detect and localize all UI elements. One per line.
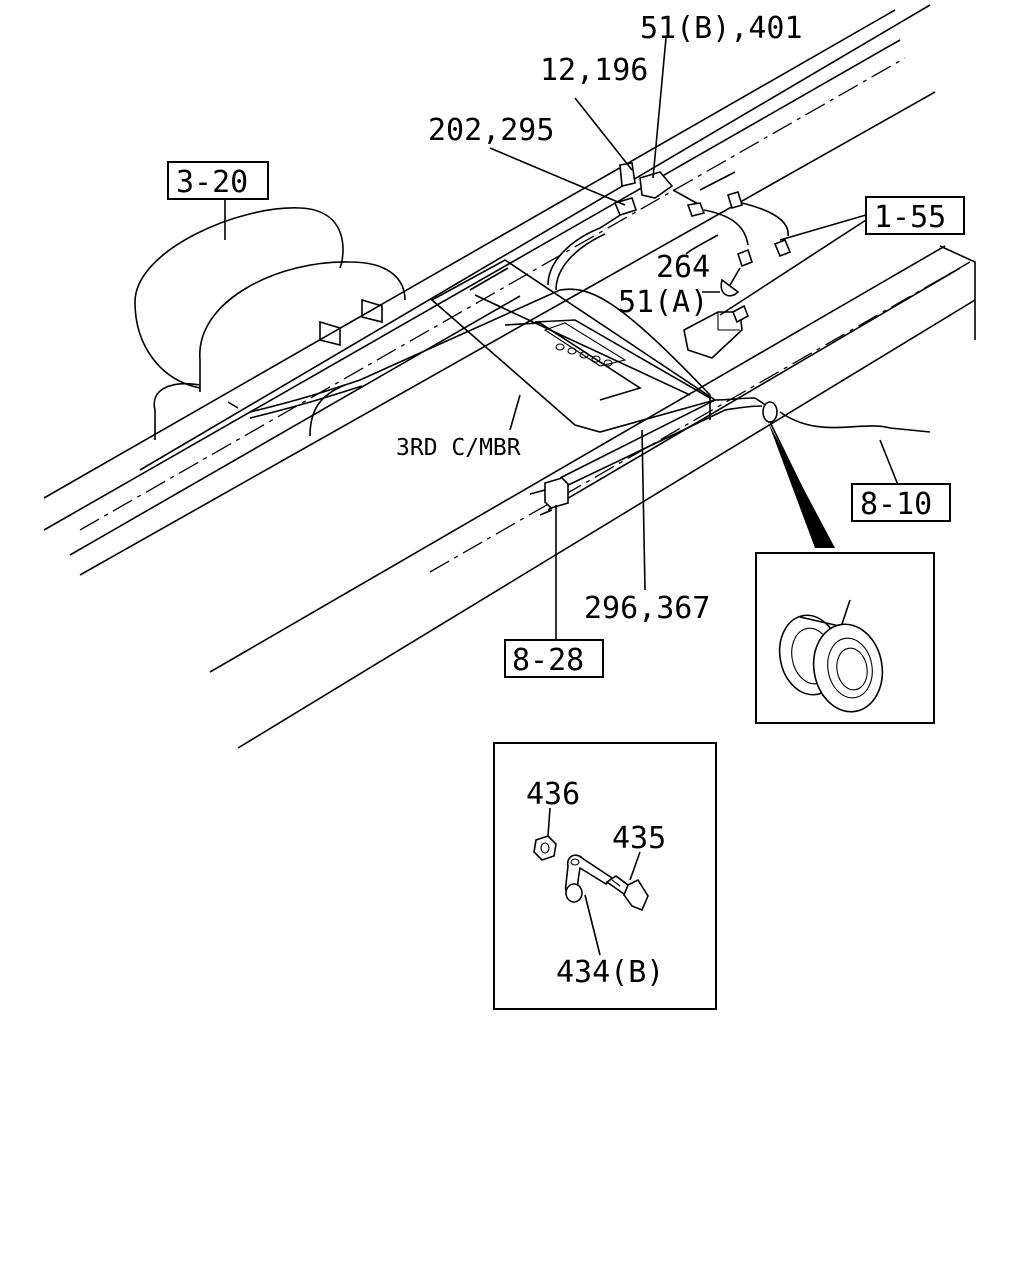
label-51b-401: 51(B),401 <box>640 11 803 46</box>
connector-8-28 <box>529 477 569 516</box>
label-202-295: 202,295 <box>428 113 554 148</box>
frame-rails <box>43 4 976 749</box>
label-434b: 434(B) <box>556 955 664 990</box>
sensor-assembly <box>613 162 792 359</box>
label-435: 435 <box>612 821 666 856</box>
part-labels: 51(B),401 12,196 202,295 264 51(A) 3RD C… <box>396 11 896 626</box>
label-3rd-cross-member: 3RD C/MBR <box>396 435 521 461</box>
ref-box-3-20: 3-20 <box>167 161 269 200</box>
third-cross-member <box>430 259 717 433</box>
leader-lines <box>224 37 901 640</box>
ref-box-1-55: 1-55 <box>865 196 965 235</box>
ref-8-10: 8-10 <box>860 487 932 522</box>
ref-box-8-28: 8-28 <box>504 639 604 678</box>
detail-grommet-273 <box>755 552 935 724</box>
ref-3-20: 3-20 <box>176 165 248 200</box>
harness-lines <box>227 211 931 489</box>
label-436: 436 <box>526 777 580 812</box>
ref-box-8-10: 8-10 <box>851 483 951 522</box>
label-51a: 51(A) <box>618 285 708 320</box>
label-296-367: 296,367 <box>584 591 710 626</box>
label-12-196: 12,196 <box>540 53 648 88</box>
grommet-on-harness <box>762 401 835 548</box>
ref-8-28: 8-28 <box>512 643 584 678</box>
fuel-tank <box>134 207 406 440</box>
ref-1-55: 1-55 <box>874 200 946 235</box>
detail-clip-434b: 436 435 434(B) <box>493 742 717 1010</box>
label-264: 264 <box>656 250 710 285</box>
